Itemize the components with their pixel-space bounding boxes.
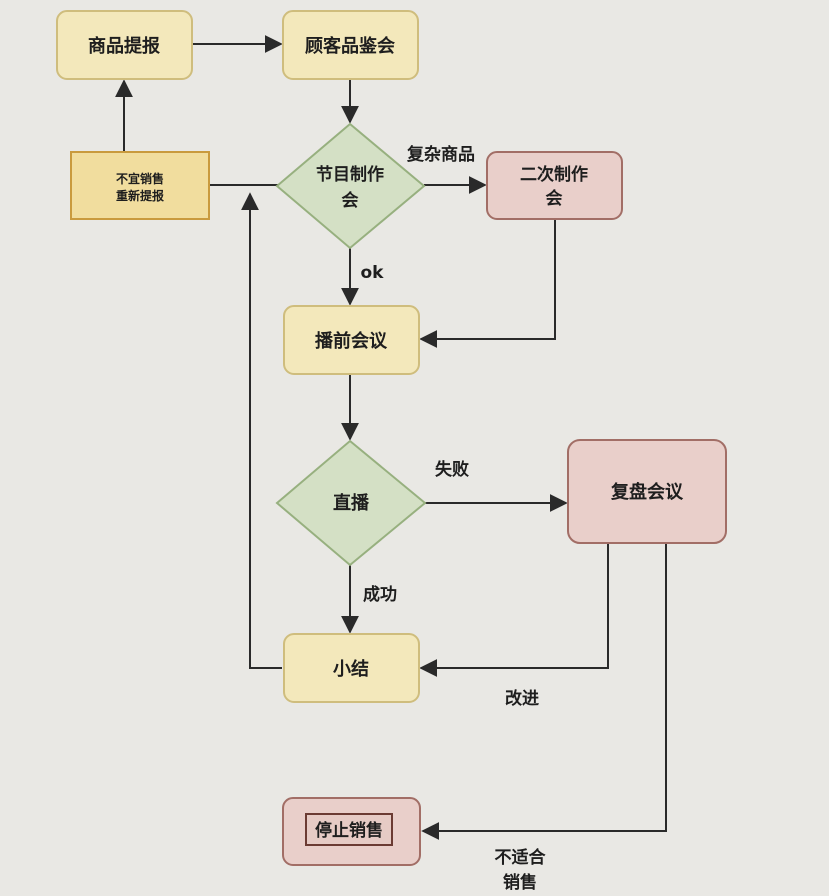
node-product-submission: 商品提报: [56, 10, 193, 80]
edge-label-not-suitable-line2: 销售: [503, 872, 537, 893]
node-program-production-label-line2: 会: [342, 190, 359, 211]
edge-label-not-suitable-line1: 不适合: [495, 847, 547, 868]
node-live-broadcast-label: 直播: [333, 492, 370, 514]
node-unsuitable-label-line1: 不宜销售: [116, 171, 164, 186]
node-summary: 小结: [283, 633, 420, 703]
node-review-meeting-label: 复盘会议: [610, 481, 684, 503]
edge-reviewmeeting-to-stop: [421, 543, 667, 840]
node-unsuitable-label-line2: 重新提报: [116, 188, 164, 203]
node-stop-sales-label: 停止销售: [315, 820, 383, 841]
node-customer-review: 顾客品鉴会: [282, 10, 419, 80]
edge-summary-loopback: [241, 192, 282, 669]
node-product-submission-label: 商品提报: [88, 35, 160, 57]
edge-label-complex-product: 复杂商品: [406, 144, 475, 165]
edge-label-success: 成功: [363, 584, 397, 605]
node-pre-broadcast-meeting: 播前会议: [283, 305, 420, 375]
node-customer-review-label: 顾客品鉴会: [305, 35, 395, 57]
edge-second-to-prebroadcast: [419, 220, 556, 348]
node-review-meeting: 复盘会议: [567, 439, 727, 544]
edge-label-failure: 失败: [435, 459, 469, 480]
node-pre-broadcast-label: 播前会议: [315, 330, 388, 352]
edge-label-improve: 改进: [505, 688, 539, 709]
edge-reviewmeeting-to-summary: [419, 543, 609, 677]
edges: [115, 35, 667, 840]
node-stop-sales: 停止销售: [282, 797, 421, 866]
node-second-production-label-line1: 二次制作: [520, 164, 588, 185]
edge-label-ok: ok: [361, 263, 385, 283]
node-unsuitable-resubmit: 不宜销售 重新提报: [70, 151, 210, 220]
node-program-production: 节目制作 会: [275, 122, 426, 250]
node-second-production: 二次制作 会: [486, 151, 623, 220]
node-second-production-label-line2: 会: [546, 188, 563, 209]
node-summary-label: 小结: [333, 658, 369, 680]
node-live-broadcast: 直播: [275, 439, 427, 567]
node-program-production-label-line1: 节目制作: [316, 164, 384, 185]
